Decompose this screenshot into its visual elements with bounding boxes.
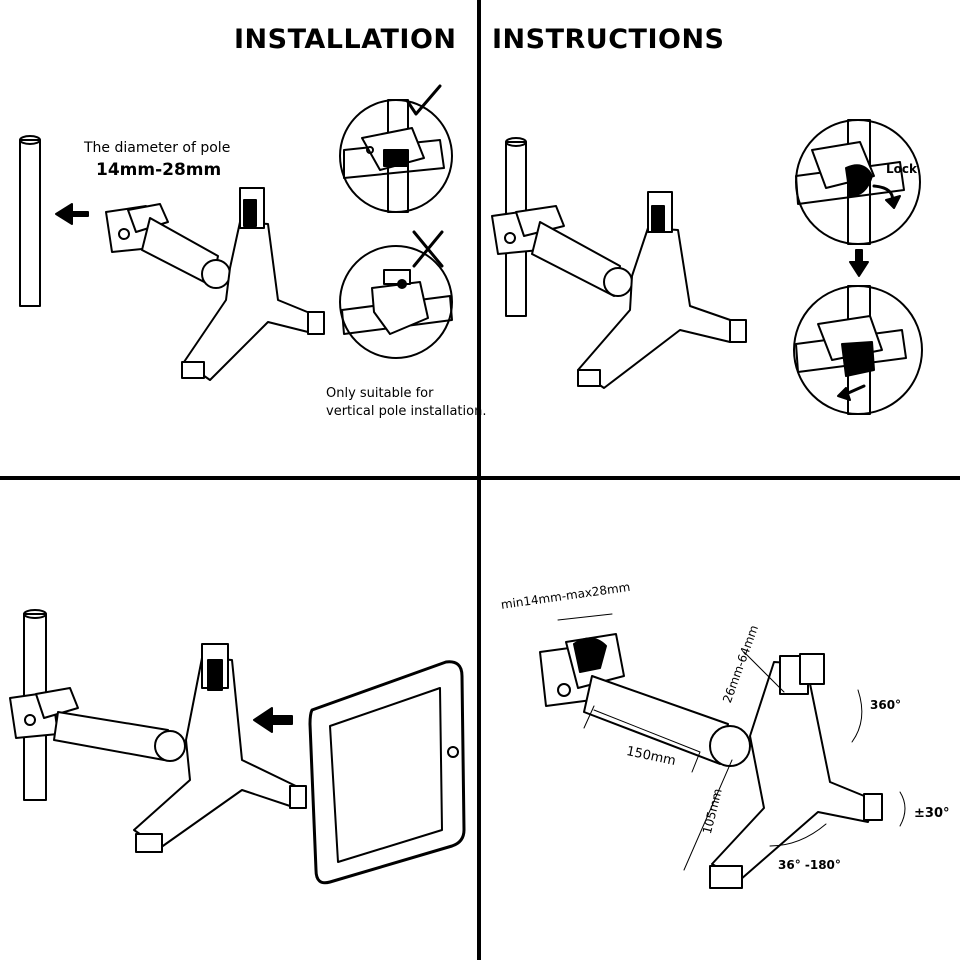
tablet-mount-3: [9, 643, 307, 853]
tablet-device: [308, 660, 466, 885]
title-instructions: INSTRUCTIONS: [492, 24, 725, 55]
check-icon: [406, 84, 442, 116]
tilt-label: ±30°: [914, 806, 950, 821]
wrong-detail: [339, 245, 453, 359]
note-line-2: vertical pole installation.: [326, 404, 487, 419]
panel-2-lock: [491, 119, 923, 415]
dimension-lines: [557, 613, 906, 871]
panel-1-pole-diameter: [19, 84, 453, 381]
arrow-left-icon-2: [253, 707, 293, 733]
lock-detail-open: [795, 119, 921, 245]
lock-detail-locked: [793, 285, 923, 415]
pole-diameter-range: 14mm-28mm: [96, 160, 222, 180]
swing-label: 36° -180°: [778, 858, 841, 872]
vertical-divider: [477, 0, 481, 960]
rotation-label: 360°: [870, 698, 902, 712]
correct-detail: [339, 99, 453, 213]
title-installation: INSTALLATION: [234, 24, 457, 55]
tablet-mount-1: [105, 187, 325, 381]
note-line-1: Only suitable for: [326, 386, 434, 401]
panel-4-dimensions: [539, 613, 906, 889]
tablet-mount-2: [491, 191, 747, 389]
tablet-mount-4: [539, 633, 883, 889]
arrow-down-icon: [849, 249, 869, 277]
horizontal-divider: [0, 476, 960, 480]
panel-3-attach-tablet: [9, 609, 466, 885]
pole-1: [19, 135, 41, 307]
cross-icon: [412, 230, 444, 268]
arrow-left-icon: [55, 203, 89, 225]
lock-label: Lock: [886, 162, 917, 176]
pole-diameter-label: The diameter of pole: [84, 140, 231, 156]
